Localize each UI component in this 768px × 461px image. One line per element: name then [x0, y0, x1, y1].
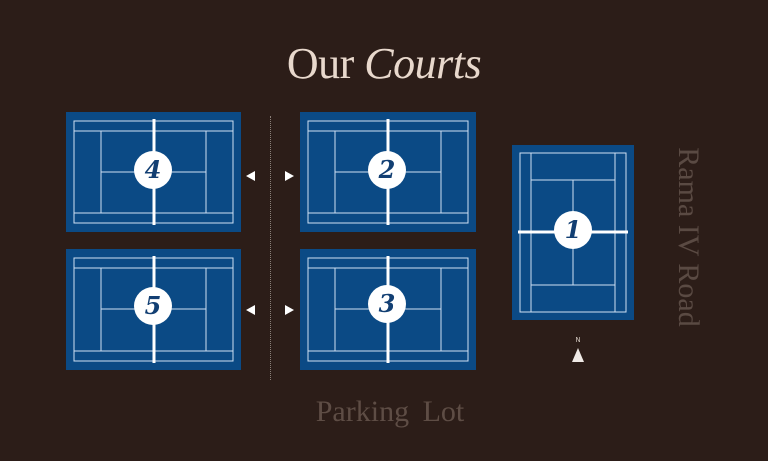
court-4[interactable]: 4 — [66, 112, 241, 232]
court-3[interactable]: 3 — [300, 249, 476, 370]
court-5[interactable]: 5 — [66, 249, 241, 370]
north-label: N — [575, 336, 581, 344]
arrow-left-icon — [246, 305, 255, 315]
parking-label: Parking Lot — [315, 395, 465, 428]
court-2[interactable]: 2 — [300, 112, 476, 232]
road-label: Rama IV Road — [672, 147, 705, 327]
north-arrow-icon — [572, 348, 584, 362]
court-number-4: 4 — [134, 151, 172, 189]
court-number-2: 2 — [368, 151, 406, 189]
court-number-1: 1 — [554, 211, 592, 249]
title-italic: Courts — [364, 39, 482, 88]
arrow-right-icon — [285, 305, 294, 315]
court-number-3: 3 — [368, 285, 406, 323]
court-lines — [73, 119, 234, 225]
arrow-right-icon — [285, 171, 294, 181]
court-divider — [270, 116, 271, 380]
arrow-left-icon — [246, 171, 255, 181]
court-number-5: 5 — [134, 287, 172, 325]
page-title: Our Courts — [0, 38, 768, 89]
court-1[interactable]: 1 — [512, 145, 634, 320]
title-plain: Our — [286, 39, 354, 88]
court-lines — [307, 119, 469, 225]
